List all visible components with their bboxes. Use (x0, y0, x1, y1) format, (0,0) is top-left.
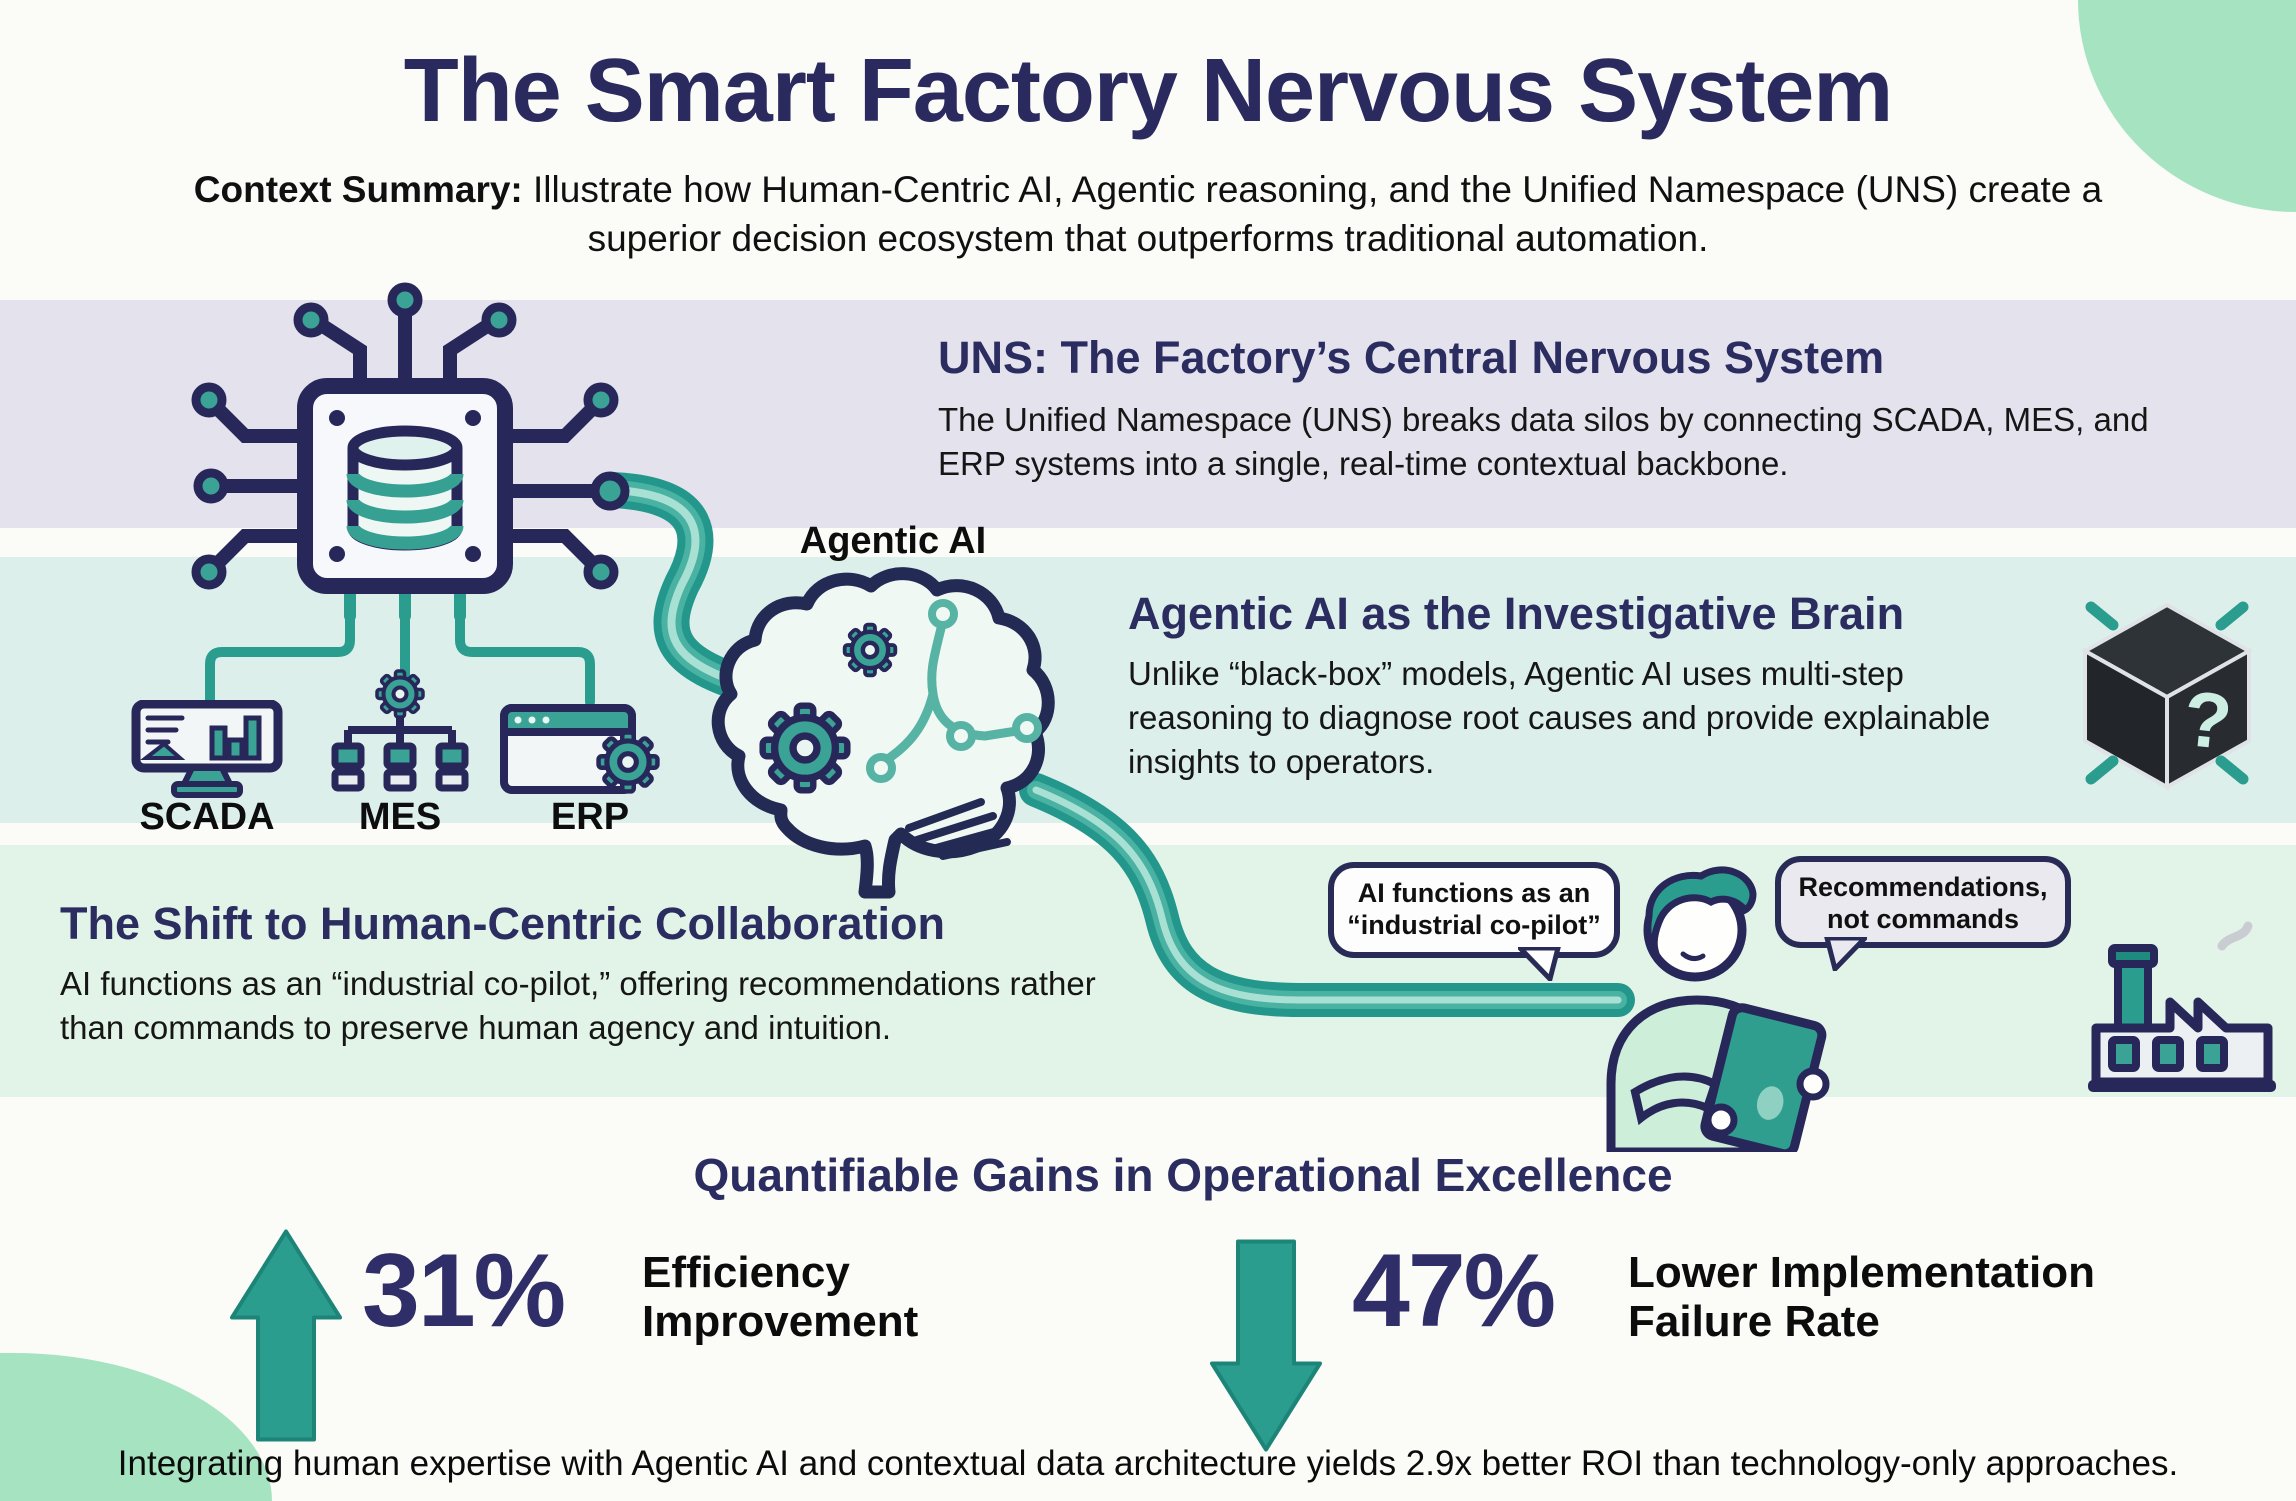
chip-node-dots (191, 282, 630, 590)
stat-failure-label-line2: Failure Rate (1628, 1297, 1880, 1347)
erp-window-gear-icon (500, 704, 678, 797)
bubble-reco-line1: Recommendations, (1798, 872, 2048, 902)
factory-windows (2108, 1036, 2228, 1072)
brain-gear-small (845, 625, 896, 676)
factory-icon (2088, 921, 2276, 1092)
black-box-question-icon: ? (2080, 601, 2254, 791)
scada-monitor-icon (131, 700, 283, 798)
human-heading: The Shift to Human-Centric Collaboration (60, 898, 945, 949)
footer-takeaway: Integrating human expertise with Agentic… (117, 1444, 2179, 1483)
person-hair (1644, 866, 1757, 962)
bubble-copilot-line1: AI functions as an (1357, 878, 1591, 908)
stat-efficiency-value: 31% (362, 1233, 566, 1349)
scada-label: SCADA (139, 796, 275, 838)
gains-heading: Quantifiable Gains in Operational Excell… (693, 1149, 1673, 1201)
agentic-heading: Agentic AI as the Investigative Brain (1128, 588, 1905, 639)
stat-efficiency-label: Efficiency Improvement (642, 1248, 918, 1347)
agentic-ai-brain-icon (711, 567, 1055, 899)
chip-corner-screws (329, 410, 481, 562)
context-summary: Context Summary: Illustrate how Human-Ce… (0, 166, 2296, 264)
bubble-reco-line2: not commands (1826, 904, 2020, 935)
speech-bubble-recommendations: Recommendations, not commands (1775, 856, 2071, 971)
erp-label: ERP (550, 796, 630, 838)
uns-body: The Unified Namespace (UNS) breaks data … (938, 401, 2149, 483)
brain-gear-large (763, 706, 848, 791)
black-box-spark-ticks (2085, 601, 2249, 785)
context-summary-label: Context Summary: (193, 169, 523, 210)
operator-person-icon (1606, 866, 1830, 1152)
uns-data-hub-chip-icon (191, 282, 630, 622)
factory-smoke (2217, 921, 2253, 951)
up-arrow-icon (230, 1229, 342, 1442)
stat-failure-label-line1: Lower Implementation (1628, 1248, 2095, 1297)
page-title: The Smart Factory Nervous System (403, 41, 1894, 141)
pipe-brain-to-operator (1019, 773, 1635, 1017)
brain-circuit-nodes (866, 599, 1042, 783)
mes-label: MES (358, 796, 442, 838)
uns-heading: UNS: The Factory’s Central Nervous Syste… (938, 332, 1885, 383)
bubble-copilot-line2: “industrial co-pilot” (1347, 910, 1601, 941)
mes-workflow-icon (331, 669, 469, 792)
stat-efficiency-label-line2: Improvement (642, 1297, 919, 1347)
bubble-tail (1824, 937, 1867, 971)
stat-failure-label: Lower Implementation Failure Rate (1628, 1248, 2095, 1347)
pipe-chip-to-brain (594, 472, 774, 706)
agentic-ai-label: Agentic AI (799, 520, 987, 562)
stat-failure-value: 47% (1352, 1233, 1556, 1349)
speech-bubble-copilot: AI functions as an “industrial co-pilot” (1328, 862, 1620, 981)
agentic-body: Unlike “black-box” models, Agentic AI us… (1128, 655, 1991, 781)
database-cylinder-icon (346, 425, 464, 551)
stat-efficiency-label-line1: Efficiency (642, 1248, 850, 1297)
question-mark-glyph: ? (2179, 674, 2236, 766)
down-arrow-icon (1210, 1239, 1322, 1452)
cerebellum-hatching (905, 798, 1011, 860)
context-summary-text: Illustrate how Human-Centric AI, Agentic… (533, 169, 2103, 259)
bubble-tail (1518, 947, 1561, 981)
human-body: AI functions as an “industrial co-pilot,… (60, 965, 1096, 1047)
